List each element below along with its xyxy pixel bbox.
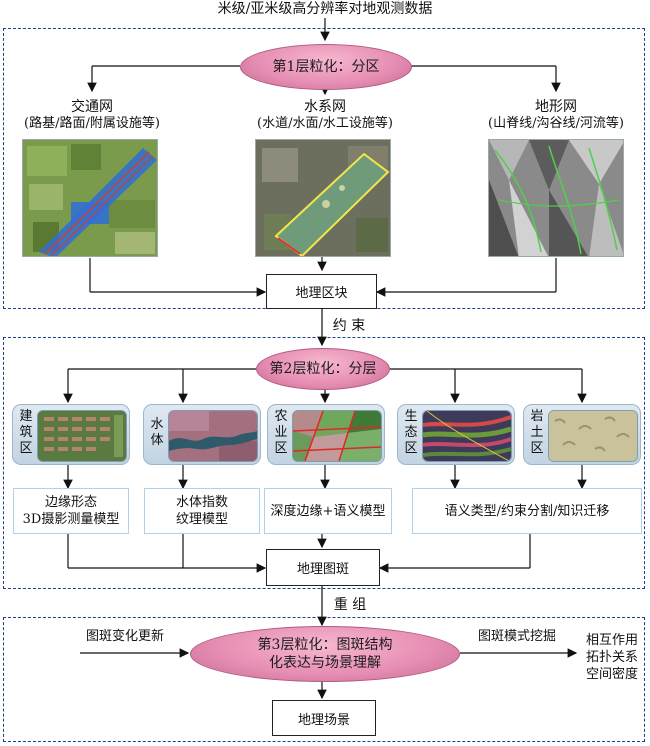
spatial-density-item: 空间密度: [586, 667, 639, 682]
traffic-network-image: [22, 139, 158, 257]
water-network-image: [255, 139, 391, 257]
patch-pattern-mining-label: 图斑模式挖掘: [477, 629, 556, 644]
constraint-label: 约 束: [332, 318, 366, 334]
model-building-box: 边缘形态 3D摄影测量模型: [13, 488, 129, 534]
model-water-box: 水体指数 纹理模型: [144, 488, 260, 534]
layer2-ellipse: 第2层粒化：分层: [256, 348, 390, 390]
model-eco-rock-box: 语义类型/约束分割/知识迁移: [412, 488, 642, 534]
model-water-line1: 水体指数: [175, 495, 228, 510]
region-card-eco: 生态区: [397, 404, 515, 465]
layer3-ellipse: 第3层粒化：图斑结构 化表达与场景理解: [190, 626, 460, 682]
region-card-farm: 农业区: [267, 404, 385, 465]
patch-change-update-label: 图斑变化更新: [85, 629, 164, 644]
interaction-item: 相互作用: [586, 633, 639, 648]
top-title: 米级/亚米级高分辨率对地观测数据: [217, 1, 433, 17]
net-water-desc: (水道/水面/水工设施等): [257, 116, 393, 131]
region-card-building: 建筑区: [12, 404, 130, 465]
geo-block-box: 地理区块: [266, 274, 377, 309]
region-rock-label: 岩土区: [530, 409, 544, 456]
layer3-title-line1: 第3层粒化：图斑结构: [257, 637, 393, 653]
region-water-label: 水体: [150, 417, 164, 448]
net-traffic-desc: (路基/路面/附属设施等): [24, 116, 160, 131]
geo-patch-box: 地理图斑: [266, 549, 380, 586]
region-farm-label: 农业区: [274, 409, 288, 456]
farm-image: [292, 410, 382, 462]
eco-image: [422, 410, 512, 462]
net-water-name: 水系网: [304, 99, 346, 115]
model-farm-box: 深度边缘+语义模型: [264, 488, 392, 534]
region-card-rock: 岩土区: [523, 404, 641, 465]
layer3-title-line2: 化表达与场景理解: [269, 655, 381, 671]
layer1-ellipse: 第1层粒化：分区: [240, 44, 412, 90]
net-terrain-desc: (山脊线/沟谷线/河流等): [488, 116, 624, 131]
water-body-image: [168, 410, 258, 462]
topology-item: 拓扑关系: [586, 650, 639, 665]
model-building-line2: 3D摄影测量模型: [22, 512, 120, 527]
building-image: [37, 410, 127, 462]
net-traffic-name: 交通网: [71, 99, 113, 115]
region-building-label: 建筑区: [19, 409, 33, 456]
net-terrain-name: 地形网: [535, 99, 577, 115]
recombine-label: 重 组: [333, 597, 367, 613]
model-building-line1: 边缘形态: [44, 495, 97, 510]
region-eco-label: 生态区: [404, 409, 418, 456]
geo-scene-box: 地理场景: [272, 700, 376, 736]
model-water-line2: 纹理模型: [175, 512, 228, 527]
terrain-network-image: [488, 139, 624, 257]
region-card-water: 水体: [143, 404, 261, 465]
rock-soil-image: [548, 410, 638, 462]
